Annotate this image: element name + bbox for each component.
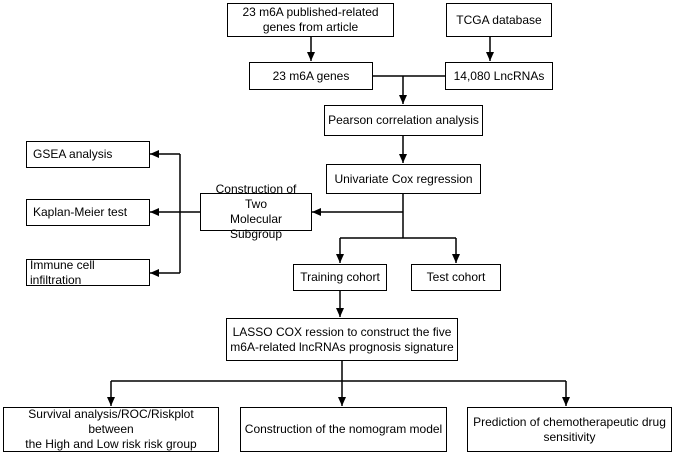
node-lasso-line2: m6A-related lncRNAs prognosis signature [230, 339, 454, 354]
node-survival-line1: Survival analysis/ROC/Riskplot between [28, 407, 194, 436]
node-subgroup: Construction of Two Molecular Subgroup [200, 182, 312, 241]
node-published-genes-line2: genes from article [262, 20, 359, 34]
node-subgroup-line2: Molecular Subgroup [229, 212, 283, 241]
node-immune: Immune cell infiltration [26, 257, 150, 287]
node-lncrnas-label: 14,080 LncRNAs [453, 68, 545, 83]
node-survival-line2: the High and Low risk risk group [25, 437, 197, 451]
node-m6a-genes-label: 23 m6A genes [272, 68, 350, 83]
node-lasso: LASSO COX ression to construct the five … [226, 318, 458, 361]
node-kaplan-label: Kaplan-Meier test [33, 205, 128, 219]
node-nomogram-label: Construction of the nomogram model [244, 422, 443, 436]
node-pearson-label: Pearson correlation analysis [328, 113, 479, 127]
node-training: Training cohort [293, 264, 387, 291]
node-chemo-line1: Prediction of chemotherapeutic drug [473, 414, 666, 429]
node-tcga: TCGA database [446, 3, 552, 37]
node-univariate: Univariate Cox regression [326, 164, 481, 194]
node-lncrnas: 14,080 LncRNAs [445, 62, 553, 90]
node-gsea: GSEA analysis [26, 141, 150, 168]
node-training-label: Training cohort [300, 270, 380, 284]
node-tcga-label: TCGA database [456, 12, 542, 27]
node-gsea-label: GSEA analysis [33, 147, 113, 161]
node-m6a-genes: 23 m6A genes [249, 62, 373, 90]
node-univariate-label: Univariate Cox regression [334, 171, 473, 186]
node-test-label: Test cohort [426, 270, 486, 284]
node-chemo-line2: sensitivity [543, 429, 596, 444]
node-subgroup-line1: Construction of Two [215, 182, 297, 211]
node-lasso-line1: LASSO COX ression to construct the five [232, 324, 452, 339]
node-nomogram: Construction of the nomogram model [240, 407, 447, 452]
node-kaplan: Kaplan-Meier test [26, 199, 150, 226]
node-immune-label: Immune cell infiltration [30, 257, 95, 287]
node-pearson: Pearson correlation analysis [324, 105, 483, 136]
node-chemo: Prediction of chemotherapeutic drug sens… [467, 407, 672, 452]
node-published-genes: 23 m6A published-related genes from arti… [227, 3, 394, 37]
node-published-genes-line1: 23 m6A published-related [242, 5, 379, 19]
node-test: Test cohort [411, 264, 501, 291]
node-survival: Survival analysis/ROC/Riskplot between t… [3, 407, 219, 452]
